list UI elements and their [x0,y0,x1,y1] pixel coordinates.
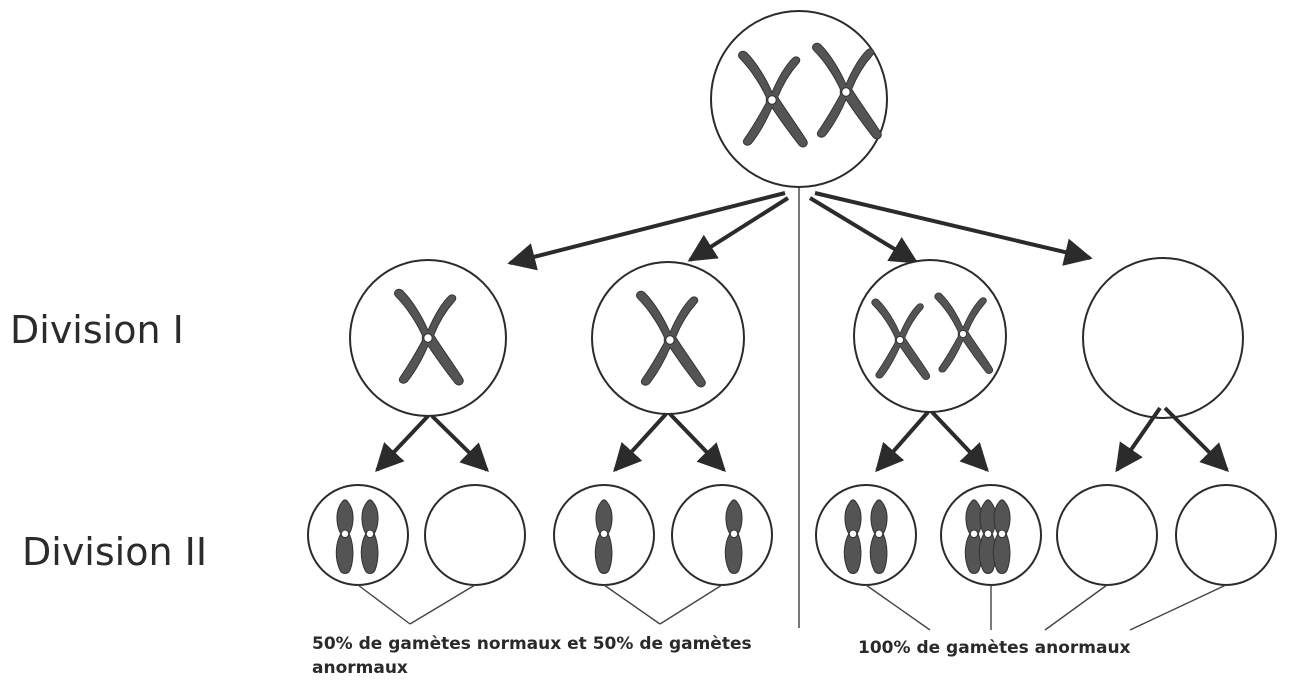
gamete-cell [815,484,917,586]
gamete-cell [307,484,409,586]
parent-cell [710,10,888,188]
gamete-cell-empty [1056,484,1158,586]
division-1-arrows [507,191,1093,271]
gamete-cell [671,484,773,586]
caption-left: 50% de gamètes normaux et 50% de gamètes… [312,634,752,678]
gamete-cell-empty [1175,484,1277,586]
division-1-cell [853,259,1007,413]
division-1-label: Division I [10,308,184,352]
division-2-label: Division II [22,530,208,574]
division-2-arrows [375,406,1229,473]
caption-brackets [357,584,1227,631]
caption-right: 100% de gamètes anormaux [858,638,1131,658]
division-1-cell-empty [1082,257,1244,419]
gamete-cell-empty [424,484,526,586]
